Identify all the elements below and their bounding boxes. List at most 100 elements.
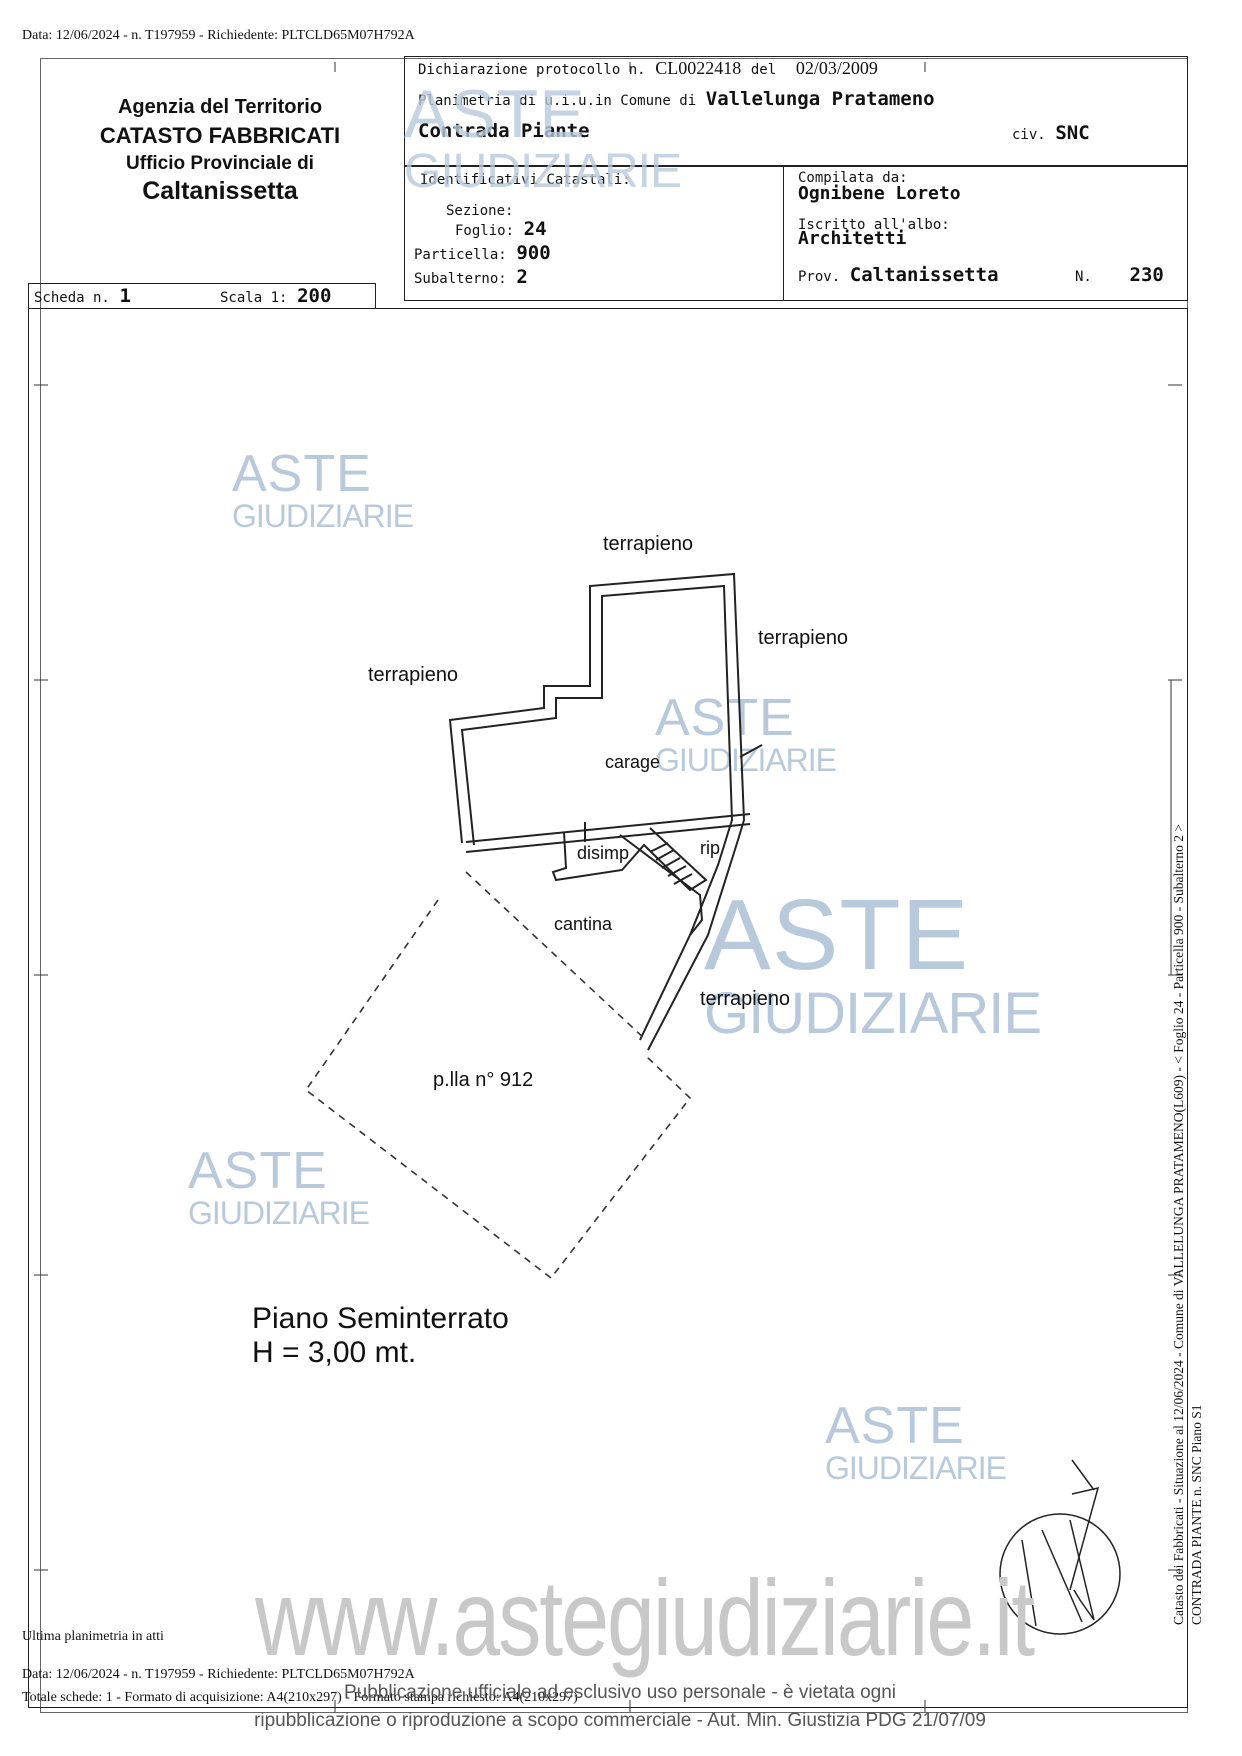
label-carage: carage	[605, 752, 661, 772]
scala-label: Scala 1:	[220, 290, 288, 306]
del-value: 02/03/2009	[795, 58, 878, 78]
subalterno-row: Subalterno: 2	[414, 266, 528, 288]
del-label: del	[750, 62, 777, 78]
scheda-box	[28, 283, 376, 309]
footer-notice-2: ripubblicazione o riproduzione a scopo c…	[254, 1710, 986, 1731]
albo-value: Architetti	[798, 228, 907, 249]
subalterno-value: 2	[516, 266, 528, 288]
watermark-logo-6: ASTE GIUDIZIARIE	[404, 76, 682, 196]
watermark-aste: ASTE	[404, 76, 586, 152]
label-terrapieno-top: terrapieno	[603, 533, 694, 555]
compilata-label: Compilata da:	[798, 170, 908, 186]
plan-stair-step	[667, 865, 687, 877]
subalterno-label: Subalterno:	[414, 271, 507, 287]
protocollo-label: Dichiarazione protocollo n.	[418, 62, 646, 78]
watermark-aste: ASTE	[188, 1142, 328, 1200]
n-label: N.	[1075, 269, 1092, 285]
prov-value: Caltanissetta	[849, 264, 999, 286]
plan-cantina-dashed	[465, 871, 647, 1041]
albo-label: Iscritto all'albo:	[798, 217, 950, 233]
side-text-line2: CONTRADA PIANTE n. SNC Piano S1	[1189, 1404, 1204, 1625]
prov-row: Prov. Caltanissetta	[798, 264, 999, 286]
plan-door-tick	[739, 744, 763, 758]
plan-wall-mid	[465, 813, 751, 843]
identificativi-title: Identificativi Catastali:	[420, 172, 631, 188]
protocollo-value: CL0022418	[655, 58, 742, 78]
label-plla: p.lla n° 912	[433, 1069, 534, 1091]
header-box	[404, 56, 1188, 166]
floor-name: Piano Seminterrato	[252, 1302, 509, 1335]
watermark-giudiziarie: GIUDIZIARIE	[655, 742, 837, 778]
sezione-row: Sezione:	[446, 198, 513, 220]
agency-block: Agenzia del Territorio CATASTO FABBRICAT…	[70, 96, 370, 206]
drawing-frame	[28, 308, 1188, 1708]
plan-stair-step	[649, 842, 669, 853]
label-terrapieno-right: terrapieno	[758, 627, 849, 649]
watermark-aste: ASTE	[655, 689, 795, 747]
planimetria-label: Planimetria di u.i.u.in Comune di	[418, 93, 697, 109]
plan-stair-step	[661, 857, 681, 869]
plan-stair-wall-2	[619, 834, 704, 936]
n-value: 230	[1129, 264, 1164, 286]
foglio-row: Foglio: 24	[455, 218, 547, 240]
watermark-logo-1: ASTE GIUDIZIARIE	[232, 445, 414, 534]
label-terrapieno-left: terrapieno	[368, 664, 459, 686]
comune-value: Vallelunga Pratameno	[705, 88, 935, 110]
watermark-logo-2: ASTE GIUDIZIARIE	[655, 689, 837, 778]
watermark-aste: ASTE	[825, 1397, 965, 1455]
north-arrow-icon	[999, 1459, 1121, 1635]
compilata-name: Ognibene Loreto	[798, 183, 961, 204]
civ-row: civ. SNC	[1012, 122, 1090, 144]
watermark-site: www.astegiudiziarie.it	[255, 1558, 1035, 1679]
sezione-label: Sezione:	[446, 203, 514, 219]
albo-block: Iscritto all'albo: Architetti	[798, 217, 950, 249]
plan-stair-step	[655, 849, 675, 861]
compilata-box	[783, 166, 1188, 301]
particella-row: Particella: 900	[414, 242, 551, 264]
compilata-block: Compilata da: Ognibene Loreto	[798, 170, 961, 204]
foglio-label: Foglio:	[455, 223, 515, 239]
civ-label: civ.	[1012, 127, 1046, 143]
plan-wall-outer	[448, 572, 746, 1051]
agency-line3: Ufficio Provinciale di	[126, 153, 314, 174]
civ-value: SNC	[1055, 122, 1090, 144]
footer-totale: Totale schede: 1 - Formato di acquisizio…	[22, 1690, 578, 1705]
particella-value: 900	[516, 242, 551, 264]
scheda-label: Scheda n.	[34, 290, 110, 306]
footer-ultima: Ultima planimetria in atti	[22, 1629, 164, 1644]
top-info-line: Data: 12/06/2024 - n. T197959 - Richiede…	[22, 28, 415, 43]
agency-line2: CATASTO FABBRICATI	[99, 123, 341, 148]
scheda-row: Scheda n. 1	[34, 285, 131, 307]
footer-data: Data: 12/06/2024 - n. T197959 - Richiede…	[22, 1667, 415, 1682]
watermark-aste: ASTE	[704, 879, 970, 991]
planimetria-row: Planimetria di u.i.u.in Comune di Vallel…	[418, 88, 935, 110]
particella-label: Particella:	[414, 247, 507, 263]
foglio-value: 24	[523, 218, 547, 240]
watermark-giudiziarie: GIUDIZIARIE	[825, 1450, 1007, 1486]
address-value: Contrada Piante	[418, 120, 590, 142]
watermark-giudiziarie: GIUDIZIARIE	[232, 498, 414, 534]
label-rip: rip	[700, 838, 721, 858]
floor-height: H = 3,00 mt.	[252, 1336, 417, 1369]
label-disimp: disimp	[577, 843, 630, 863]
agency-line1: Agenzia del Territorio	[117, 96, 323, 118]
watermark-giudiziarie: GIUDIZIARIE	[704, 981, 1042, 1046]
plan-stair-step	[673, 873, 693, 885]
scheda-value: 1	[119, 285, 131, 307]
watermark-logo-5: ASTE GIUDIZIARIE	[825, 1397, 1007, 1486]
watermark-aste: ASTE	[232, 445, 372, 503]
albo-number-row: N. 230	[1075, 264, 1164, 286]
plan-wall-mid2	[465, 823, 751, 853]
prov-label: Prov.	[798, 269, 841, 285]
side-text: Catasto dei Fabbricati - Situazione al 1…	[1170, 605, 1206, 1625]
plan-stair-wall	[551, 827, 708, 892]
plan-wall-inner	[460, 584, 734, 1041]
label-cantina: cantina	[554, 914, 613, 934]
scala-row: Scala 1: 200	[220, 285, 331, 307]
protocollo-row: Dichiarazione protocollo n. CL0022418 de…	[418, 58, 878, 79]
label-terrapieno-bottom: terrapieno	[700, 988, 791, 1010]
side-text-line1: Catasto dei Fabbricati - Situazione al 1…	[1171, 823, 1186, 1625]
watermark-logo-3: ASTE GIUDIZIARIE	[704, 879, 1042, 1046]
